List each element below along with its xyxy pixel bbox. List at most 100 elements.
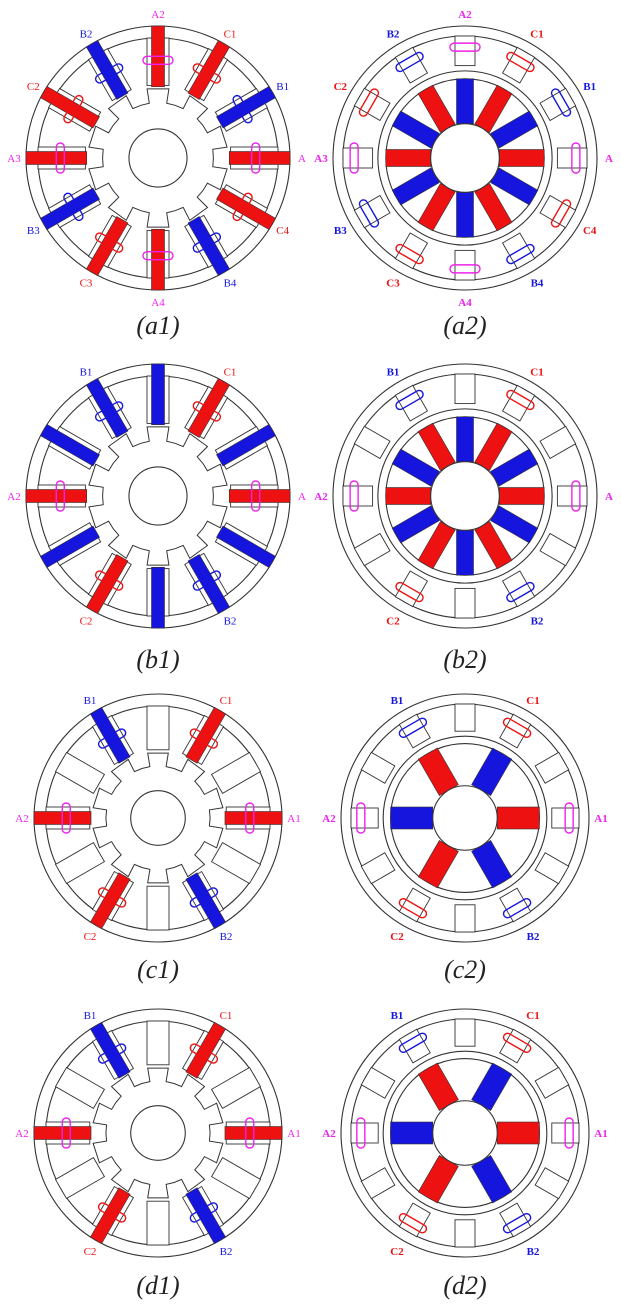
stator-tooth — [360, 1167, 396, 1200]
shaft-bore — [128, 466, 188, 526]
rotor-magnet — [385, 487, 431, 505]
stator-outer-edge — [340, 693, 590, 943]
rotor-magnet — [496, 1121, 540, 1145]
winding-coil — [94, 401, 124, 422]
caption-b2: (b2) — [443, 645, 486, 674]
winding-coil — [358, 88, 380, 117]
winding-label-b1: B1 — [84, 1010, 97, 1022]
winding-label-c4: C4 — [583, 225, 597, 237]
stator-tooth — [146, 1020, 170, 1066]
stator-tooth — [454, 1018, 476, 1047]
winding-coil — [232, 94, 253, 124]
winding-label-a: A — [605, 491, 613, 503]
winding-coil — [502, 1213, 532, 1234]
winding-label-b2: B2 — [220, 1246, 233, 1258]
winding-label-b2: B2 — [224, 616, 237, 628]
winding-label-c2: C2 — [386, 616, 400, 628]
winding-coil — [506, 581, 535, 603]
stator-tooth — [454, 904, 476, 933]
winding-coil — [571, 480, 581, 512]
stator-tooth — [210, 751, 262, 795]
winding-label-b2: B2 — [220, 931, 233, 943]
stator-tooth — [353, 532, 391, 567]
winding-label-b1: B1 — [276, 81, 289, 93]
winding-label-c1: C1 — [220, 1010, 233, 1022]
shaft-bore — [432, 1100, 498, 1166]
caption-a2: (a2) — [443, 311, 486, 340]
winding-label-b3: B3 — [27, 225, 40, 237]
stator-tooth — [360, 751, 396, 784]
winding-coil — [63, 94, 84, 124]
winding-label-a4: A4 — [151, 297, 165, 309]
winding-label-c1: C1 — [220, 695, 233, 707]
rotor-magnet — [456, 192, 474, 238]
winding-label-c2: C2 — [390, 1246, 404, 1258]
winding-coil — [63, 192, 84, 222]
rotor-magnet — [385, 149, 431, 167]
winding-coil — [94, 232, 124, 253]
winding-coil — [502, 717, 532, 738]
winding-label-a2: A2 — [15, 1128, 28, 1140]
shaft-bore — [430, 123, 500, 193]
stator-tooth — [534, 1066, 570, 1099]
winding-label-c2: C2 — [334, 81, 348, 93]
winding-label-c2: C2 — [80, 616, 93, 628]
winding-coil — [506, 51, 535, 73]
rotor-magnet — [496, 806, 540, 830]
winding-coil — [349, 480, 359, 512]
winding-coil — [94, 570, 124, 591]
shaft-bore — [130, 790, 186, 846]
winding-coil — [550, 88, 572, 117]
winding-label-b2: B2 — [527, 1246, 540, 1258]
rotor-magnet — [390, 806, 434, 830]
winding-coil — [356, 1117, 366, 1149]
winding-label-a1: A1 — [287, 813, 300, 825]
stator-tooth — [146, 705, 170, 751]
caption-d1: (d1) — [136, 1271, 179, 1300]
winding-label-a: A — [298, 491, 306, 503]
winding-coil — [142, 55, 174, 66]
winding-label-b3: B3 — [334, 225, 347, 237]
stator-magnet — [40, 525, 100, 569]
stator-tooth — [534, 1167, 570, 1200]
winding-label-b4: B4 — [531, 278, 544, 290]
winding-coil — [398, 1213, 428, 1234]
winding-label-b4: B4 — [224, 278, 237, 290]
winding-label-a: A — [605, 153, 613, 165]
stator-tooth — [454, 587, 476, 619]
rotor-magnet — [456, 530, 474, 576]
shaft-bore — [432, 785, 498, 851]
winding-coil — [189, 1202, 219, 1223]
winding-label-c1: C1 — [224, 28, 237, 40]
stator-magnet — [151, 363, 165, 426]
stator-magnet — [40, 423, 100, 467]
shaft-bore — [128, 128, 188, 188]
winding-label-b2: B2 — [531, 616, 544, 628]
winding-label-b2: B2 — [80, 28, 93, 40]
stator-tooth — [210, 1066, 262, 1110]
stator-magnet — [216, 423, 276, 467]
winding-coil — [564, 802, 574, 834]
winding-label-a3: A3 — [7, 153, 21, 165]
winding-label-c2: C2 — [84, 1246, 97, 1258]
stator-tooth — [146, 885, 170, 931]
winding-label-c1: C1 — [526, 695, 539, 707]
winding-coil — [232, 192, 253, 222]
winding-label-a2: A2 — [322, 813, 336, 825]
winding-coil — [61, 1117, 71, 1149]
winding-label-c1: C1 — [224, 366, 237, 378]
winding-label-b2: B2 — [387, 28, 400, 40]
winding-coil — [189, 1043, 219, 1064]
winding-coil — [571, 142, 581, 174]
stator-tooth — [539, 425, 577, 460]
winding-label-b1: B1 — [80, 366, 93, 378]
rotor-magnet — [499, 149, 545, 167]
winding-label-c4: C4 — [276, 225, 289, 237]
winding-coil — [502, 898, 532, 919]
